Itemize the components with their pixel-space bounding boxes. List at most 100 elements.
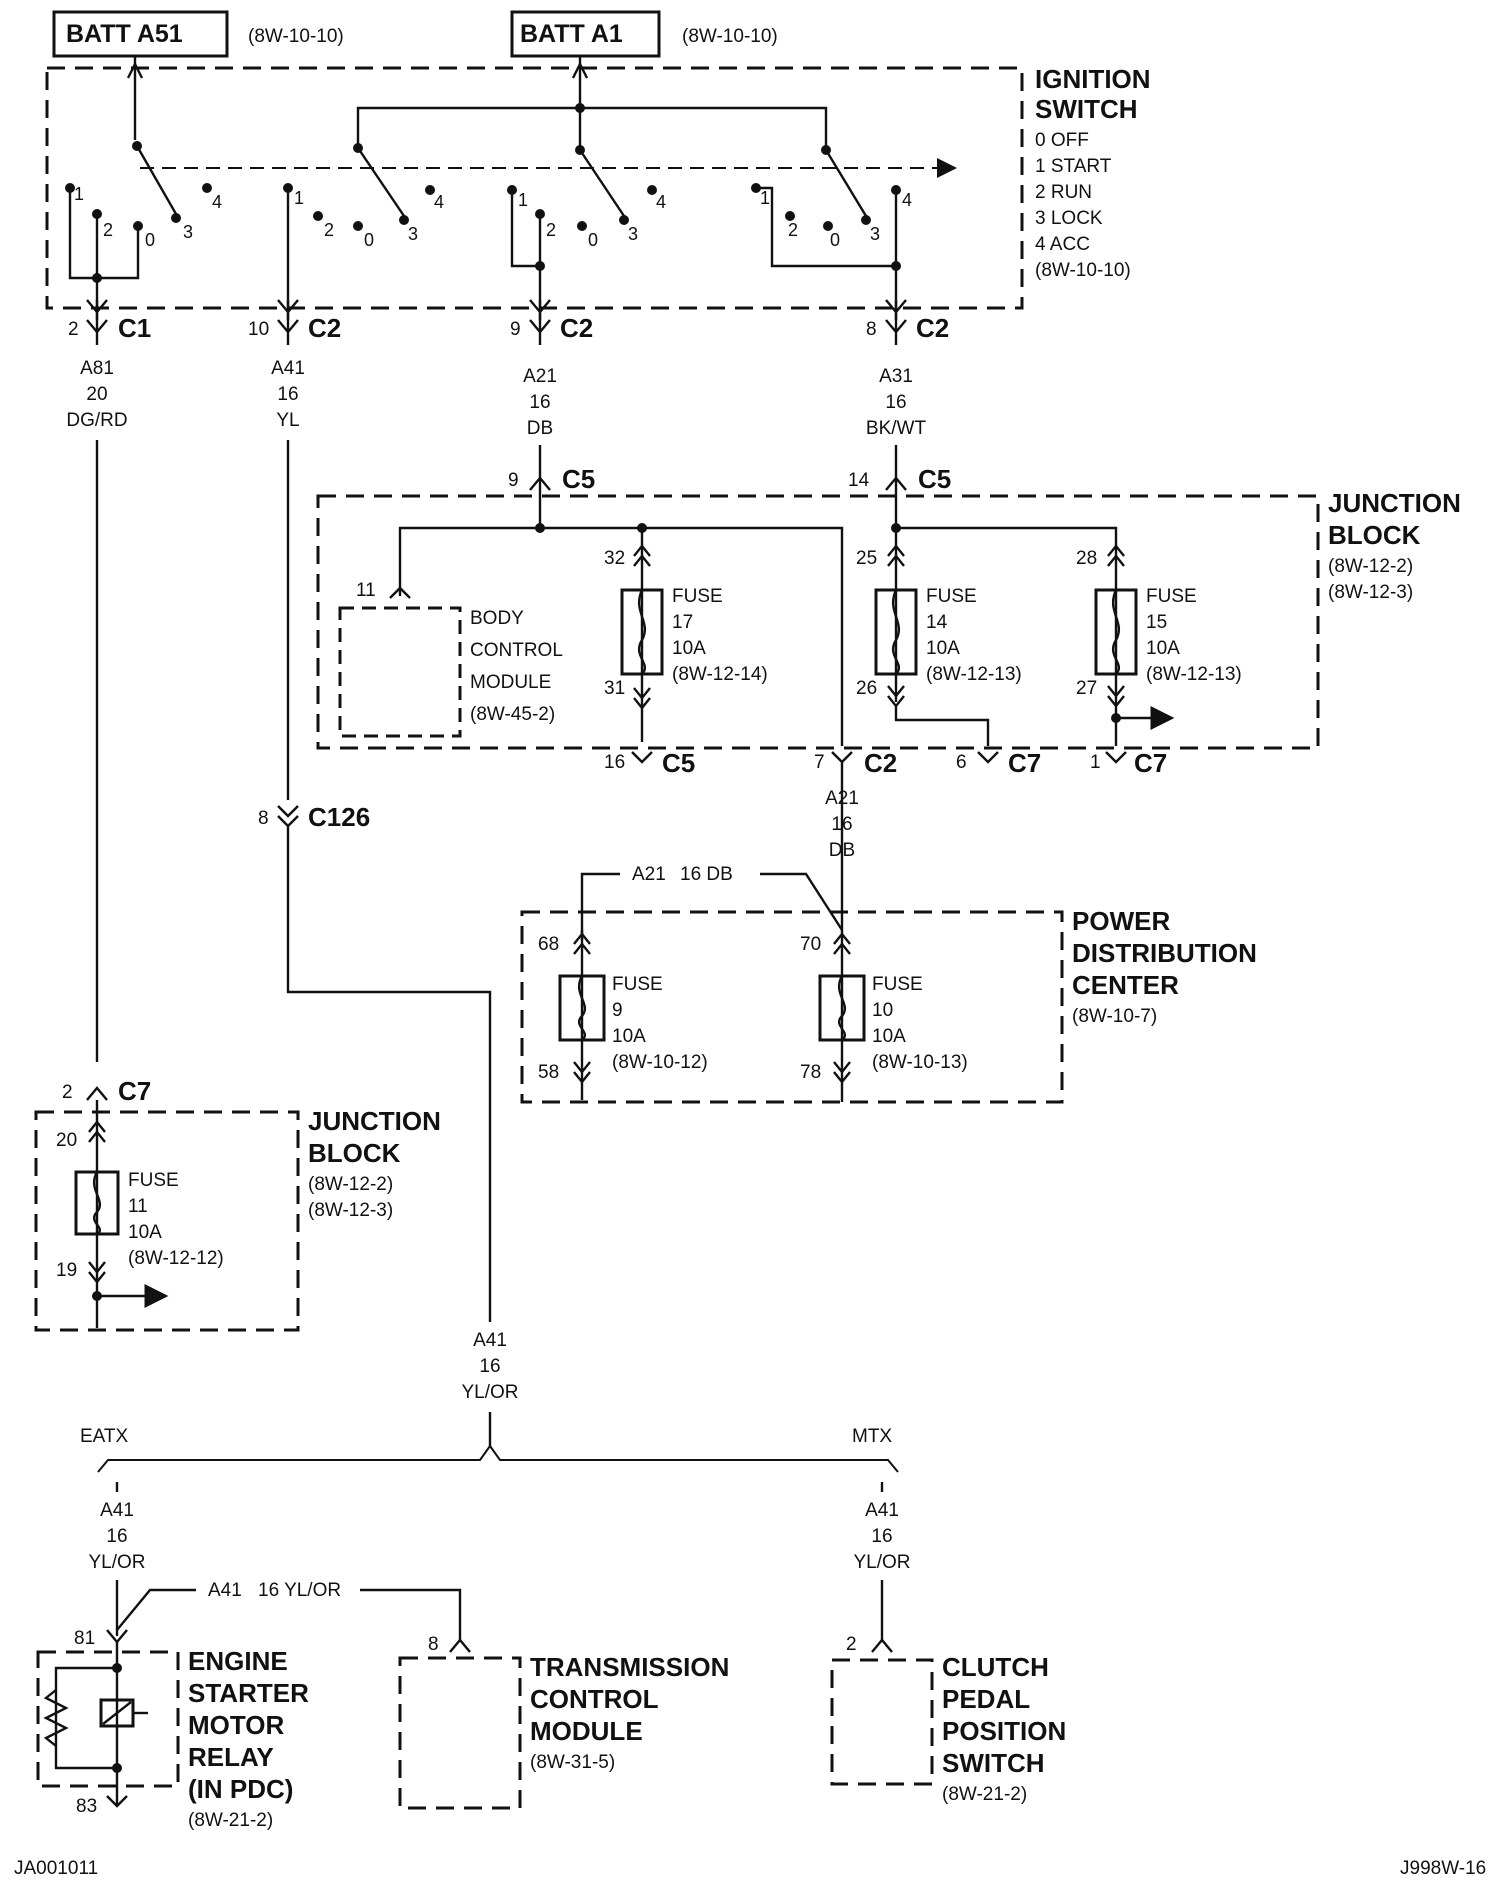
conn-c2c-pin: 8: [866, 319, 877, 340]
svg-text:1: 1: [294, 188, 304, 208]
svg-text:16: 16: [831, 814, 852, 835]
svg-text:(8W-31-5): (8W-31-5): [530, 1752, 615, 1773]
split-eatx: EATX: [80, 1426, 129, 1447]
junction-block-top: 9 C5 14 C5 11 BODY CONTROL MODULE (8W-45…: [316, 464, 1461, 750]
svg-text:C7: C7: [1008, 748, 1041, 778]
svg-text:1: 1: [760, 188, 770, 208]
svg-text:1: 1: [74, 184, 84, 204]
svg-text:A81: A81: [80, 358, 114, 379]
split-mtx: MTX: [852, 1426, 892, 1447]
wire-a41-mid-label: A41 16 YL/OR: [461, 1330, 518, 1403]
svg-text:16: 16: [871, 1526, 892, 1547]
svg-text:10A: 10A: [612, 1026, 646, 1047]
svg-text:(8W-12-12): (8W-12-12): [128, 1248, 224, 1269]
svg-text:19: 19: [56, 1260, 77, 1281]
footer-right-code: J998W-16: [1400, 1858, 1486, 1879]
bus-junction-dot: [575, 103, 585, 113]
fuse-9: 68 58 FUSE 9 10A (8W-10-12): [538, 930, 708, 1100]
jb-top-ref-1: (8W-12-2): [1328, 556, 1413, 577]
ignition-pos-2: 2 RUN: [1035, 182, 1092, 203]
bcm-line-4: (8W-45-2): [470, 704, 555, 725]
pdc-jumper-label-2: 16 DB: [680, 864, 733, 885]
tcm-wire-label-1: A41: [208, 1580, 242, 1601]
jb-top-outputs: 16 C5 7 C2 6 C7 1 C7: [604, 748, 1167, 778]
svg-text:68: 68: [538, 934, 559, 955]
svg-text:10A: 10A: [1146, 638, 1180, 659]
svg-text:FUSE: FUSE: [612, 974, 663, 995]
svg-text:4: 4: [434, 192, 444, 212]
svg-text:14: 14: [926, 612, 948, 633]
batt-a1: BATT A1 (8W-10-10): [510, 10, 778, 58]
svg-text:3: 3: [183, 222, 193, 242]
fuse-10: 70 78 FUSE 10 10A (8W-10-13): [800, 932, 968, 1084]
svg-text:4: 4: [212, 192, 222, 212]
svg-text:YL/OR: YL/OR: [853, 1552, 910, 1573]
wire-a41-eatx-label: A41 16 YL/OR: [88, 1500, 145, 1573]
svg-text:FUSE: FUSE: [128, 1170, 179, 1191]
svg-text:70: 70: [800, 934, 821, 955]
svg-text:YL: YL: [276, 410, 299, 431]
svg-text:0: 0: [145, 230, 155, 250]
clutch-pedal-position-switch: 2 CLUTCH PEDAL POSITION SWITCH (8W-21-2): [830, 1580, 1066, 1805]
svg-text:16: 16: [885, 392, 906, 413]
svg-text:3: 3: [628, 224, 638, 244]
svg-text:3: 3: [870, 224, 880, 244]
svg-text:(8W-10-13): (8W-10-13): [872, 1052, 968, 1073]
pdc-jumper-wire-2: [760, 872, 844, 931]
svg-text:2: 2: [62, 1082, 73, 1103]
resistor-icon: [43, 1689, 69, 1747]
tcm-wire-label-2: 16 YL/OR: [258, 1580, 341, 1601]
fuse-17: 32 31 FUSE 17 10A (8W-12-14): [604, 528, 768, 742]
svg-text:32: 32: [604, 548, 625, 569]
svg-text:(8W-12-13): (8W-12-13): [926, 664, 1022, 685]
jb-top-ref-2: (8W-12-3): [1328, 582, 1413, 603]
pdc-jumper-wire: [580, 872, 620, 940]
junction-block-left: 2 C7 20 19 FUSE 11 10A (8W-12-12) JUNCTI…: [34, 1076, 441, 1332]
svg-text:DB: DB: [527, 418, 553, 439]
svg-text:81: 81: [74, 1628, 95, 1649]
svg-text:A41: A41: [100, 1500, 134, 1521]
svg-text:C5: C5: [662, 748, 695, 778]
transmission-control-module: 8 TRANSMISSION CONTROL MODULE (8W-31-5): [398, 1634, 729, 1810]
bcm-line-1: BODY: [470, 608, 524, 629]
jb-top-title-2: BLOCK: [1328, 520, 1421, 550]
svg-text:FUSE: FUSE: [872, 974, 923, 995]
pdc-title-2: DISTRIBUTION: [1072, 938, 1257, 968]
svg-text:10A: 10A: [926, 638, 960, 659]
ignition-switch: 1 2 0 3 4 1 2 0 3 4: [45, 56, 1151, 320]
pdc-jumper-label-1: A21: [632, 864, 666, 885]
svg-text:(8W-21-2): (8W-21-2): [942, 1784, 1027, 1805]
svg-text:(8W-21-2): (8W-21-2): [188, 1810, 273, 1831]
svg-text:STARTER: STARTER: [188, 1678, 309, 1708]
batt-a1-bus-wire: [356, 106, 828, 150]
batt-a1-feed-arrow: [571, 61, 589, 79]
svg-text:20: 20: [56, 1130, 77, 1151]
bcm-pin: 11: [356, 580, 376, 601]
svg-text:15: 15: [1146, 612, 1167, 633]
svg-text:10: 10: [872, 1000, 893, 1021]
jb-in-c5-b: C5: [918, 464, 951, 494]
svg-text:17: 17: [672, 612, 693, 633]
svg-text:DG/RD: DG/RD: [66, 410, 127, 431]
svg-text:3: 3: [408, 224, 418, 244]
wire-a41-route: [286, 826, 492, 1322]
fuse-15: 28 27 FUSE 15 10A (8W-12-13): [1076, 544, 1242, 746]
jb-in-pin-14: 14: [848, 470, 870, 491]
svg-text:DB: DB: [829, 840, 855, 861]
ignition-pos-0: 0 OFF: [1035, 130, 1089, 151]
pdc-title-1: POWER: [1072, 906, 1170, 936]
svg-text:11: 11: [128, 1196, 148, 1217]
svg-text:4: 4: [902, 190, 912, 210]
jb-top-title-1: JUNCTION: [1328, 488, 1461, 518]
svg-text:31: 31: [604, 678, 625, 699]
svg-text:BK/WT: BK/WT: [866, 418, 927, 439]
svg-text:C7: C7: [118, 1076, 151, 1106]
ignition-ref: (8W-10-10): [1035, 260, 1131, 281]
svg-text:28: 28: [1076, 548, 1097, 569]
svg-text:A21: A21: [523, 366, 557, 387]
ignition-title-2: SWITCH: [1035, 94, 1138, 124]
conn-c2c-name: C2: [916, 313, 949, 343]
conn-c1-name: C1: [118, 313, 151, 343]
svg-text:MOTOR: MOTOR: [188, 1710, 285, 1740]
svg-text:25: 25: [856, 548, 877, 569]
